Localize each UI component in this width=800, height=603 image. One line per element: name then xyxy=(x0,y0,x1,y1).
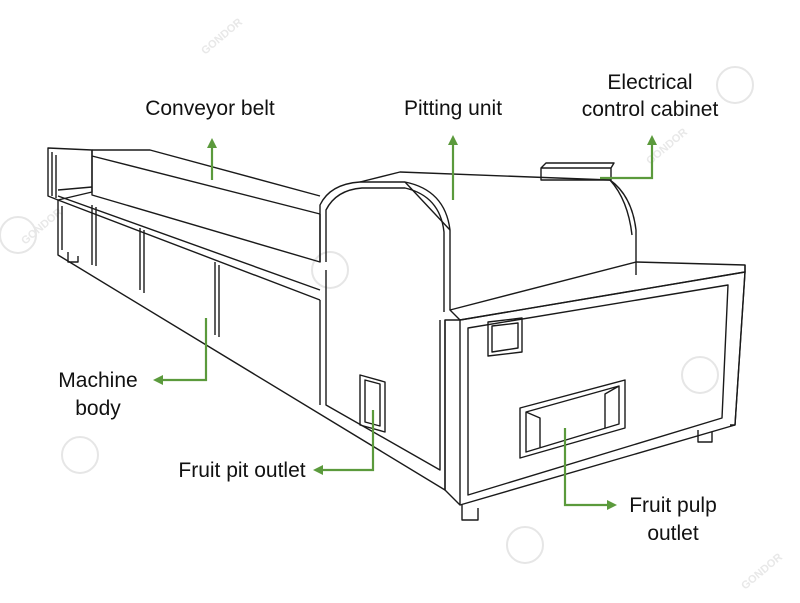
pulp-outlet-frame xyxy=(519,379,626,459)
conveyor-top-rail xyxy=(91,149,321,215)
electrical-cabinet-arrow xyxy=(600,135,657,180)
body-front-top xyxy=(57,200,446,491)
end-box-side xyxy=(459,271,746,506)
machine-foot xyxy=(67,252,79,263)
end-box-corner xyxy=(730,265,746,426)
body-panel-divider xyxy=(91,205,321,405)
watermark-logo-icon xyxy=(506,526,544,564)
label-electrical-line1: Electrical xyxy=(607,71,693,94)
end-box-top xyxy=(449,261,746,321)
watermarks xyxy=(0,66,754,564)
machine-foot xyxy=(461,505,479,521)
watermark-logo-icon xyxy=(681,356,719,394)
label-machine-body-line1: Machine xyxy=(58,369,138,392)
machine xyxy=(47,147,746,521)
feed-end-frame xyxy=(47,147,93,201)
pit-outlet-frame xyxy=(359,374,386,433)
pitting-side-panel xyxy=(325,270,441,471)
feed-end-rail xyxy=(51,152,57,198)
watermark-logo-icon xyxy=(0,216,37,254)
label-conveyor-belt: Conveyor belt xyxy=(145,97,275,120)
watermark-logo-icon xyxy=(716,66,754,104)
watermark-logo-icon xyxy=(311,251,349,289)
watermark-text: GONDOR xyxy=(739,551,785,592)
label-machine-body-line2: body xyxy=(75,397,121,420)
inspection-window xyxy=(487,317,523,357)
watermark-text: GONDOR xyxy=(199,16,245,57)
conveyor-lower-rail xyxy=(57,186,321,301)
watermark-logo-icon xyxy=(61,436,99,474)
end-box-front xyxy=(444,319,461,506)
label-fruit-pulp-line2: outlet xyxy=(647,522,699,545)
label-fruit-pit-outlet: Fruit pit outlet xyxy=(178,459,306,482)
electrical-cabinet xyxy=(540,162,615,181)
pitting-top-edge xyxy=(404,179,633,236)
callout-arrows xyxy=(153,135,657,510)
end-box-side-inner xyxy=(467,284,729,496)
label-electrical-line2: control cabinet xyxy=(581,98,719,121)
pitting-hood-inner xyxy=(325,187,445,312)
label-pitting-unit: Pitting unit xyxy=(403,97,503,120)
machine-body-arrow xyxy=(153,318,208,385)
label-fruit-pulp-line1: Fruit pulp xyxy=(629,494,717,517)
body-panel-edge xyxy=(95,207,220,337)
fruit-pit-outlet-arrow xyxy=(313,410,375,475)
fruit-pulp-outlet-arrow xyxy=(563,428,617,510)
